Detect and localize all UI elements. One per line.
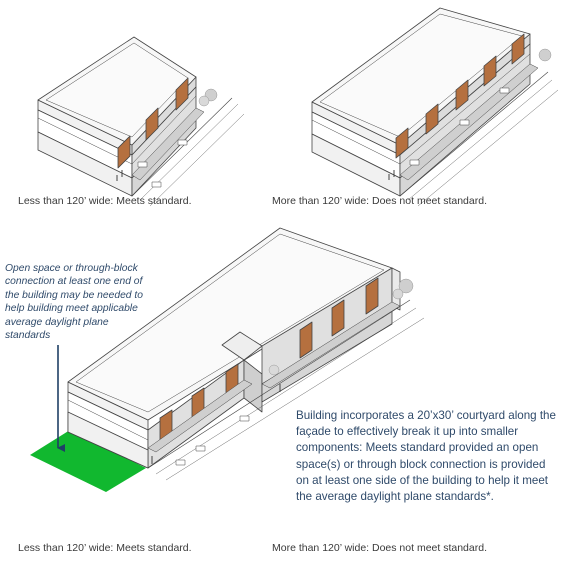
caption-top-right: More than 120’ wide: Does not meet stand… (272, 195, 487, 207)
caption-bottom-left: Less than 120’ wide: Meets standard. (18, 542, 192, 554)
building-short-top-left (37, 36, 245, 207)
caption-bottom-right: More than 120’ wide: Does not meet stand… (272, 542, 487, 554)
courtyard-note: Building incorporates a 20’x30’ courtyar… (296, 409, 556, 504)
building-long-top-right (311, 7, 559, 207)
open-space-note: Open space or through-block connection a… (5, 263, 143, 342)
building-courtyard-bottom (30, 227, 425, 492)
caption-top-left: Less than 120’ wide: Meets standard. (18, 195, 192, 207)
